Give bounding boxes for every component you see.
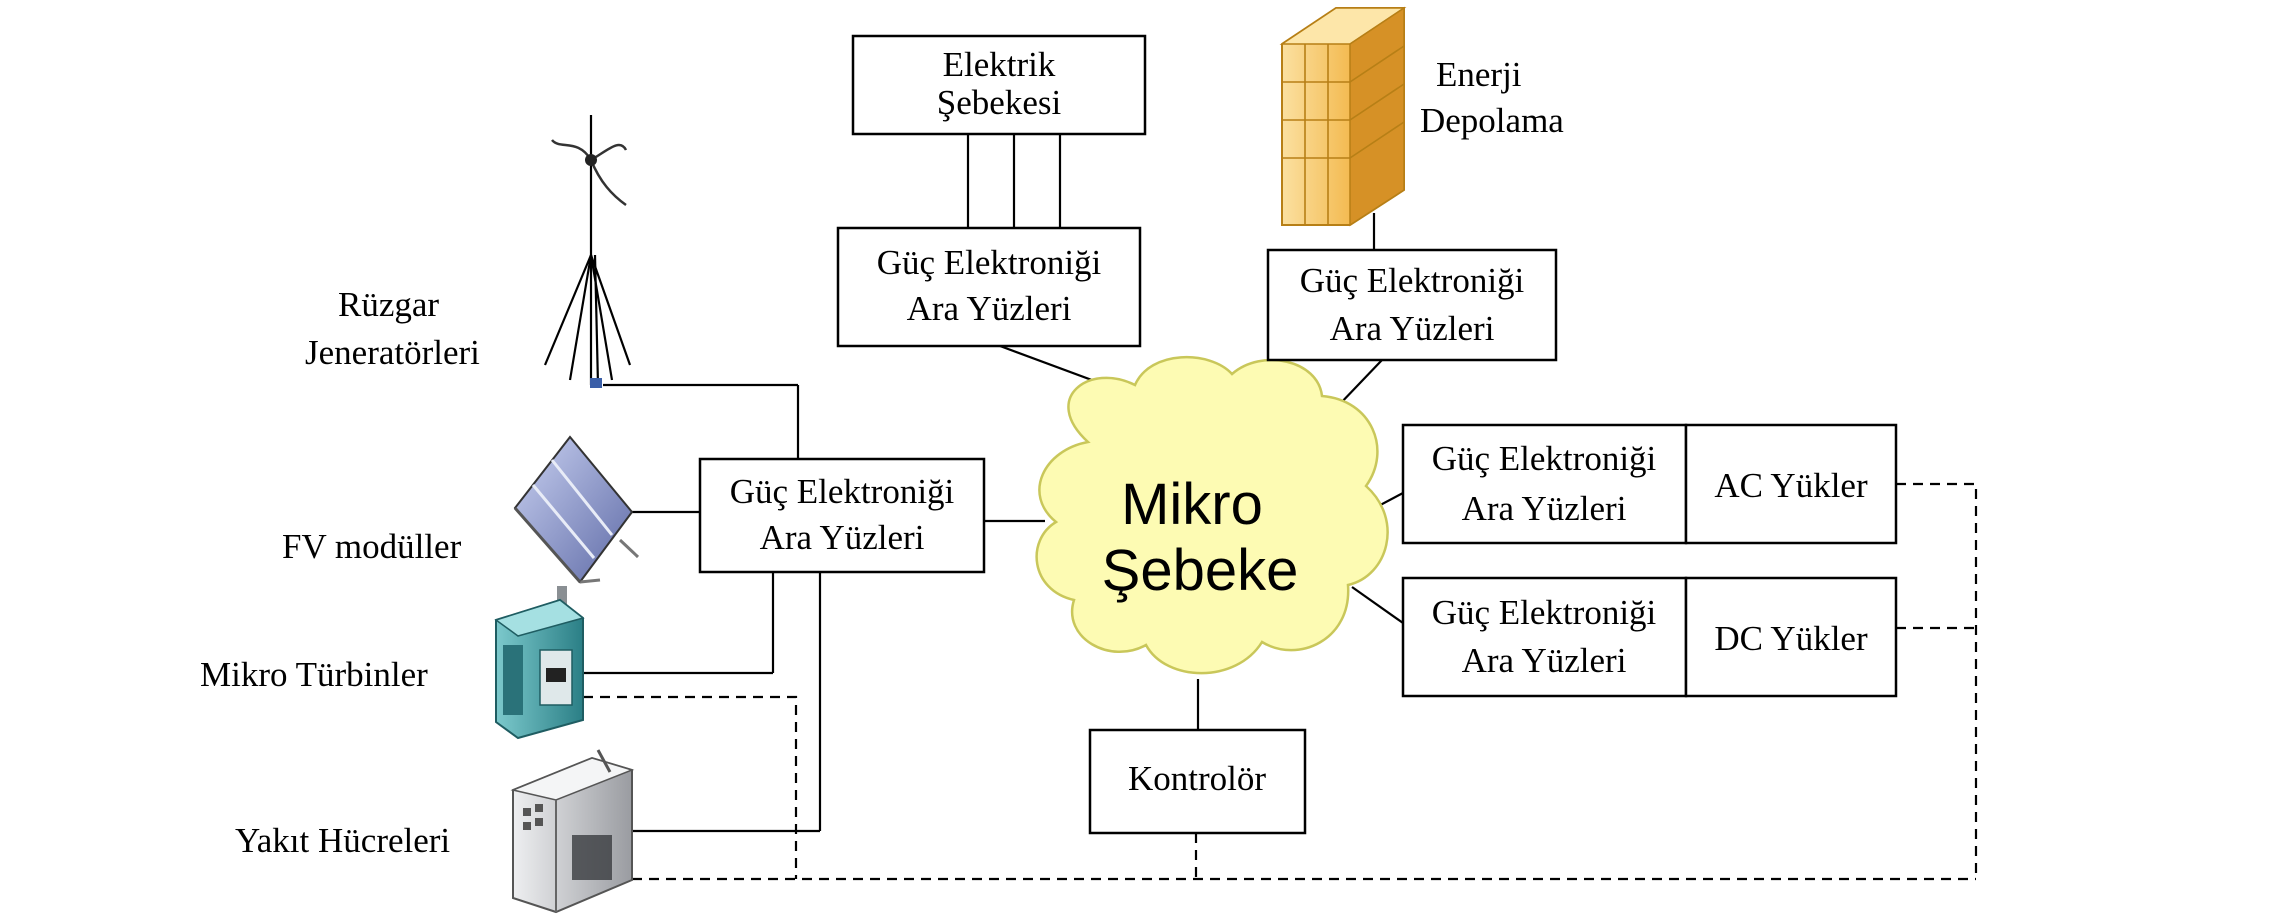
connection-lines: [583, 134, 1404, 833]
sources-interface-line1: Güç Elektroniği: [730, 472, 955, 511]
controller-label: Kontrolör: [1128, 759, 1266, 798]
wind-label-line1: Rüzgar: [338, 285, 439, 324]
micro-grid-cloud: Mikro Şebeke: [1035, 356, 1389, 675]
dc-load-row: Güç Elektroniği Ara Yüzleri DC Yükler: [1401, 576, 1898, 698]
cloud-label-line1: Mikro: [1121, 472, 1263, 537]
wind-label-line2: Jeneratörleri: [305, 333, 480, 372]
pv-label: FV modüller: [282, 527, 462, 566]
cloud-label-line2: Şebeke: [1102, 538, 1299, 603]
control-dashed-lines: [583, 482, 1978, 881]
electric-grid-label-line2: Şebekesi: [937, 83, 1062, 122]
sources-interface-box: Güç Elektroniği Ara Yüzleri: [698, 457, 986, 574]
ac-load-row: Güç Elektroniği Ara Yüzleri AC Yükler: [1401, 423, 1898, 545]
controller-box: Kontrolör: [1088, 728, 1307, 835]
storage-interface-line2: Ara Yüzleri: [1330, 309, 1495, 348]
storage-interface-line1: Güç Elektroniği: [1300, 261, 1525, 300]
electric-grid-box: Elektrik Şebekesi: [851, 34, 1147, 136]
electric-grid-label-line1: Elektrik: [943, 45, 1056, 84]
dc-interface-line2: Ara Yüzleri: [1462, 641, 1627, 680]
turbine-label: Mikro Türbinler: [200, 655, 428, 694]
solar-panel-icon: [513, 435, 640, 584]
grid-interface-line1: Güç Elektroniği: [877, 243, 1102, 282]
dc-loads-label: DC Yükler: [1714, 619, 1868, 658]
grid-interface-box: Güç Elektroniği Ara Yüzleri: [836, 226, 1142, 348]
grid-interface-line2: Ara Yüzleri: [907, 289, 1072, 328]
sources-interface-line2: Ara Yüzleri: [760, 518, 925, 557]
dc-interface-line1: Güç Elektroniği: [1432, 593, 1657, 632]
ac-loads-label: AC Yükler: [1714, 466, 1868, 505]
fuel-cell-label: Yakıt Hücreleri: [235, 821, 450, 860]
battery-storage-icon: [1279, 6, 1407, 227]
ac-interface-line1: Güç Elektroniği: [1432, 439, 1657, 478]
storage-label-line2: Depolama: [1420, 101, 1564, 140]
storage-label-line1: Enerji: [1436, 55, 1522, 94]
storage-interface-box: Güç Elektroniği Ara Yüzleri: [1266, 248, 1558, 362]
micro-turbine-icon: [494, 586, 585, 740]
ac-interface-line2: Ara Yüzleri: [1462, 489, 1627, 528]
fuel-cell-icon: [510, 749, 635, 914]
wind-turbine-icon: [543, 115, 632, 388]
